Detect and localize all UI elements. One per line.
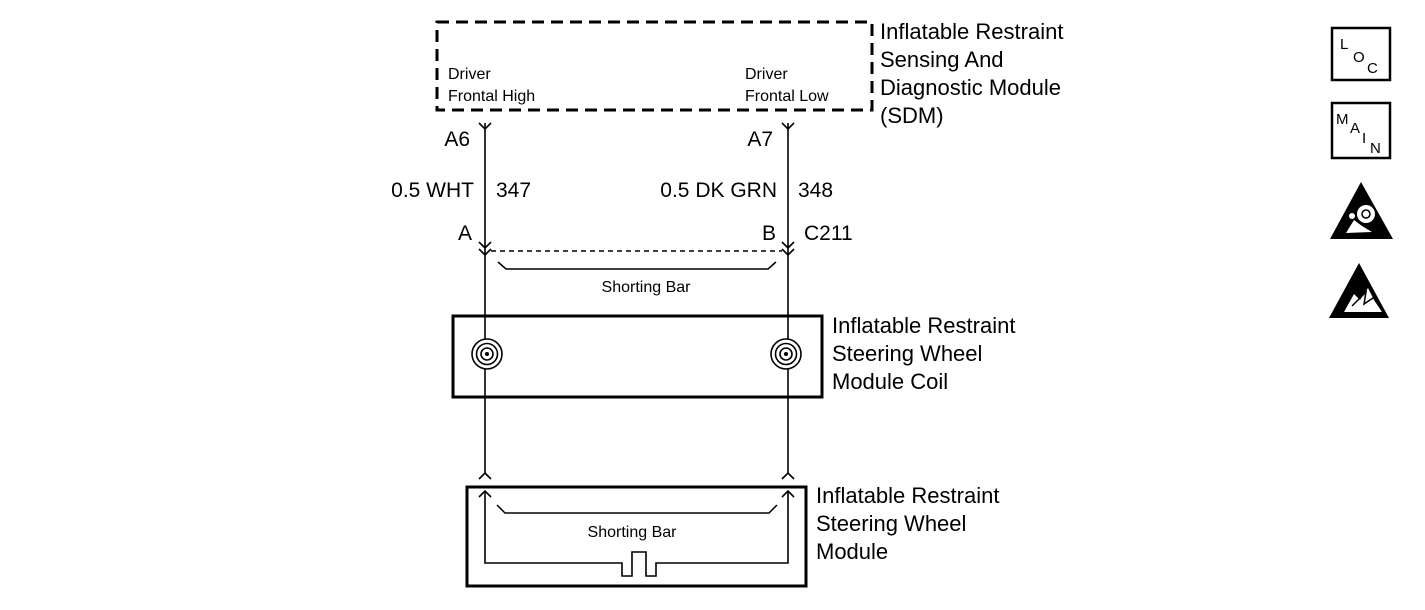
loc-icon[interactable]: L O C <box>1330 26 1392 82</box>
svg-text:O: O <box>1353 49 1365 66</box>
pin-label-a6: A6 <box>444 128 470 151</box>
coil-spiral-left-icon <box>471 338 503 370</box>
shorting-bar-c211 <box>497 261 777 270</box>
svg-text:M: M <box>1336 111 1349 128</box>
esd-warning-icon[interactable] <box>1329 263 1389 318</box>
connector-id: C211 <box>804 222 853 245</box>
circuit-number-left: 347 <box>496 179 531 202</box>
svg-text:I: I <box>1362 130 1366 147</box>
sdm-title: Inflatable Restraint Sensing And Diagnos… <box>880 19 1070 128</box>
coil-box <box>451 314 824 399</box>
sdm-right-terminal-label: Driver Frontal Low <box>745 66 829 105</box>
connector-pin-a: A <box>458 222 472 245</box>
shorting-bar-label-module: Shorting Bar <box>588 524 678 541</box>
svg-text:L: L <box>1340 36 1348 53</box>
module-terminal-right-symbol <box>781 471 795 480</box>
wire-color-left: 0.5 WHT <box>391 179 474 202</box>
svg-text:A: A <box>1350 120 1360 137</box>
module-terminal-left-symbol <box>478 471 492 480</box>
airbag-warning-icon[interactable] <box>1330 182 1393 239</box>
coil-spiral-right-icon <box>770 338 802 370</box>
svg-text:N: N <box>1370 140 1381 157</box>
shorting-bar-label-c211: Shorting Bar <box>602 279 692 296</box>
module-title: Inflatable Restraint Steering Wheel Modu… <box>816 483 1006 564</box>
circuit-number-right: 348 <box>798 179 833 202</box>
sdm-box <box>435 20 874 112</box>
wire-color-right: 0.5 DK GRN <box>660 179 777 202</box>
connector-pin-b: B <box>762 222 776 245</box>
connector-c211-right-symbol <box>781 241 795 257</box>
shorting-bar-module <box>496 504 778 514</box>
main-icon[interactable]: M A I N <box>1330 101 1392 160</box>
svg-text:C: C <box>1367 60 1378 77</box>
connector-c211-left-symbol <box>478 241 492 257</box>
module-box <box>465 485 808 588</box>
pin-label-a7: A7 <box>747 128 773 151</box>
coil-title: Inflatable Restraint Steering Wheel Modu… <box>832 313 1022 394</box>
sdm-left-terminal-label: Driver Frontal High <box>448 66 535 105</box>
module-deployment-loop <box>484 491 789 577</box>
